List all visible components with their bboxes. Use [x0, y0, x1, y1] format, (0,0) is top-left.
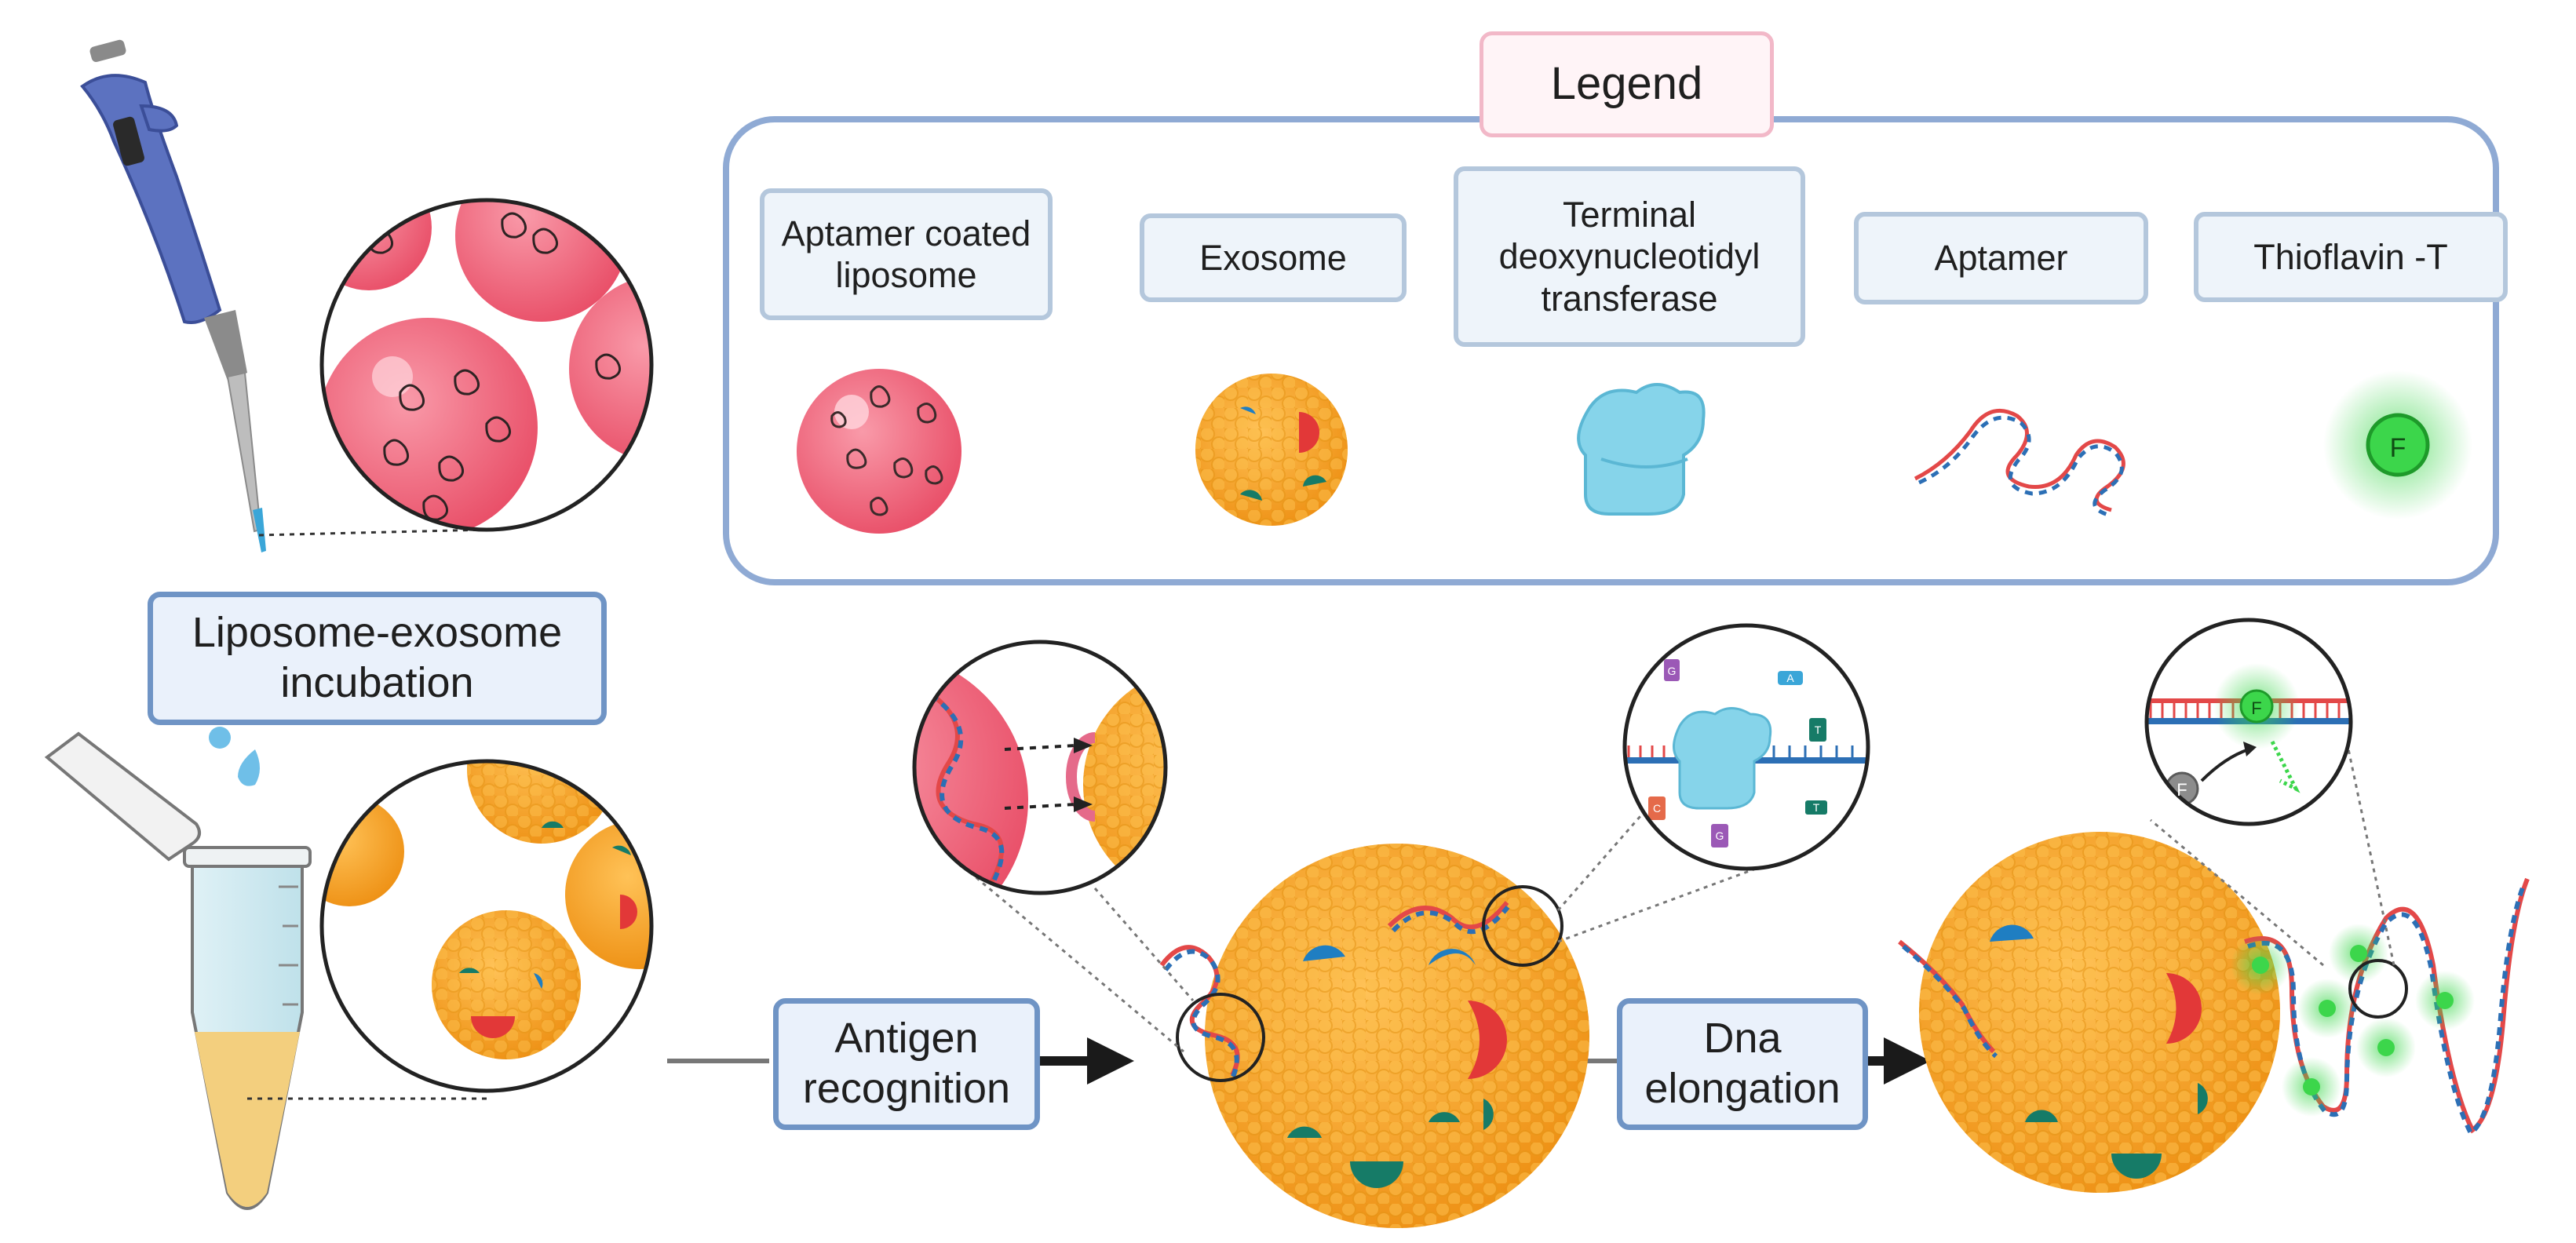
step-label-dna-elongation: Dna elongation — [1617, 998, 1868, 1130]
legend-tdt-enzyme-icon — [1577, 383, 1706, 516]
legend-label-tdt: Terminal deoxynucleotidyl transferase — [1454, 166, 1805, 347]
exosome-bound-aptamer — [1159, 844, 1589, 1228]
pipette-icon — [80, 39, 266, 552]
thioflavin-magnifier — [2144, 618, 2353, 826]
nucleotide-glyph: G — [1716, 829, 1724, 842]
legend-liposome-icon — [797, 369, 961, 534]
legend-exosome-icon — [1195, 374, 1348, 526]
thioflavin-legend-glyph: F — [2390, 433, 2406, 463]
legend-label-exosome: Exosome — [1140, 213, 1407, 302]
nucleotide-glyph: T — [1815, 724, 1822, 736]
legend-title: Legend — [1480, 31, 1774, 137]
step-label-antigen-recognition: Antigen recognition — [773, 998, 1040, 1130]
legend-label-aptamer: Aptamer — [1854, 212, 2148, 304]
exosome-magnifier — [319, 759, 654, 1093]
nucleotide-glyph: C — [1653, 802, 1661, 815]
step-label-incubation: Liposome-exosome incubation — [148, 592, 607, 725]
microcentrifuge-tube-icon — [44, 731, 312, 1210]
exosome-elongated-dna — [1898, 832, 2530, 1193]
legend-aptamer-icon — [1914, 408, 2125, 518]
tdt-magnifier — [1622, 623, 1870, 871]
nucleotide-glyphs: G A T C G T — [1653, 665, 1822, 842]
legend-label-aptamer-coated-liposome: Aptamer coated liposome — [760, 188, 1053, 320]
arrow-antigen-recognition — [667, 1037, 1134, 1084]
binding-magnifier — [912, 640, 1168, 895]
thioflavin-glow — [2231, 924, 2475, 1117]
legend-thioflavin-icon — [2323, 370, 2472, 519]
legend-label-thioflavin-t: Thioflavin -T — [2194, 212, 2508, 302]
nucleotide-glyph: A — [1786, 672, 1794, 684]
nucleotide-glyph: G — [1668, 665, 1677, 677]
free-thioflavin-glyph: F — [2176, 780, 2187, 800]
thioflavin-zoom-glyph: F — [2251, 698, 2261, 718]
liposome-magnifier — [319, 198, 654, 532]
droplet-icon — [209, 727, 260, 786]
nucleotide-glyph: T — [1813, 801, 1820, 814]
